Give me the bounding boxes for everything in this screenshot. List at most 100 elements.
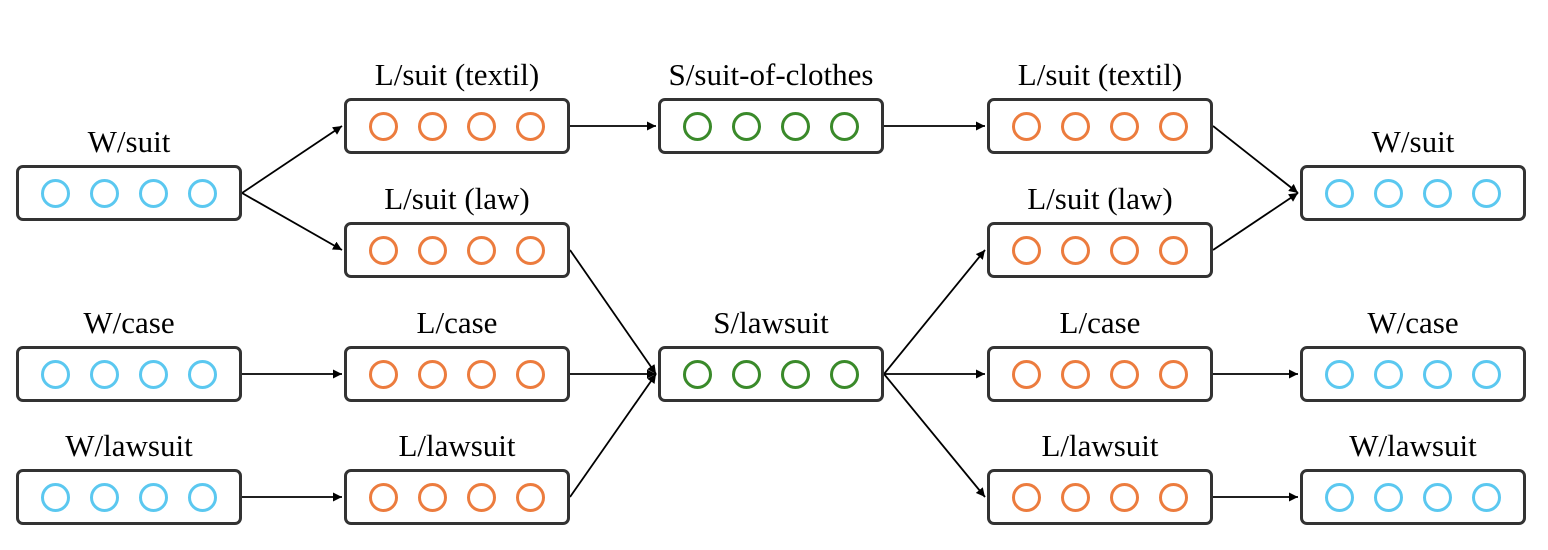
vector-unit-circle xyxy=(1061,482,1090,512)
vector-unit-circle xyxy=(830,111,859,141)
vector-unit-circle xyxy=(516,235,545,265)
vector-unit-circle xyxy=(1110,359,1139,389)
vector-unit-circle xyxy=(467,482,496,512)
vector-unit-circle xyxy=(1159,359,1188,389)
vector-unit-circle xyxy=(516,111,545,141)
vector-unit-circle xyxy=(781,359,810,389)
node-label-l-suit-textil-in: L/suit (textil) xyxy=(374,57,540,92)
vector-unit-circle xyxy=(830,359,859,389)
vector-unit-circle xyxy=(1159,482,1188,512)
node-box-s-lawsuit xyxy=(658,346,884,402)
vector-unit-circle xyxy=(1061,235,1090,265)
vector-unit-circle xyxy=(418,359,447,389)
node-box-w-suit-in xyxy=(16,165,242,221)
node-label-w-lawsuit-out: W/lawsuit xyxy=(1349,428,1477,463)
node-label-l-lawsuit-in: L/lawsuit xyxy=(398,428,516,463)
vector-unit-circle xyxy=(369,235,398,265)
vector-unit-circle xyxy=(1012,482,1041,512)
vector-unit-circle xyxy=(781,111,810,141)
vector-unit-circle xyxy=(418,235,447,265)
vector-unit-circle xyxy=(369,111,398,141)
vector-unit-circle xyxy=(1110,482,1139,512)
node-label-w-suit-out: W/suit xyxy=(1371,124,1455,159)
vector-unit-circle xyxy=(516,482,545,512)
vector-unit-circle xyxy=(516,359,545,389)
node-box-l-case-out xyxy=(987,346,1213,402)
vector-unit-circle xyxy=(1325,482,1354,512)
vector-unit-circle xyxy=(188,178,217,208)
vector-unit-circle xyxy=(1472,359,1501,389)
vector-unit-circle xyxy=(1061,111,1090,141)
vector-unit-circle xyxy=(1423,482,1452,512)
vector-unit-circle xyxy=(188,359,217,389)
edge-l-suit-textil-out-to-w-suit-out xyxy=(1212,125,1299,194)
node-box-l-suit-law-in xyxy=(344,222,570,278)
vector-unit-circle xyxy=(1423,359,1452,389)
vector-unit-circle xyxy=(683,111,712,141)
vector-unit-circle xyxy=(732,111,761,141)
vector-unit-circle xyxy=(90,359,119,389)
edge-s-lawsuit-to-l-suit-law-out xyxy=(883,249,986,375)
node-label-s-lawsuit: S/lawsuit xyxy=(713,305,829,340)
vector-unit-circle xyxy=(139,482,168,512)
node-box-l-case-in xyxy=(344,346,570,402)
node-box-l-suit-law-out xyxy=(987,222,1213,278)
vector-unit-circle xyxy=(188,482,217,512)
vector-unit-circle xyxy=(369,482,398,512)
node-label-l-suit-law-out: L/suit (law) xyxy=(1027,181,1173,216)
vector-unit-circle xyxy=(90,482,119,512)
vector-unit-circle xyxy=(90,178,119,208)
vector-unit-circle xyxy=(1472,178,1501,208)
vector-unit-circle xyxy=(41,482,70,512)
vector-unit-circle xyxy=(1325,359,1354,389)
edge-s-lawsuit-to-l-lawsuit-out xyxy=(883,373,986,498)
node-label-l-case-in: L/case xyxy=(416,305,498,340)
vector-unit-circle xyxy=(1012,111,1041,141)
node-box-l-suit-textil-out xyxy=(987,98,1213,154)
vector-unit-circle xyxy=(1423,178,1452,208)
vector-unit-circle xyxy=(1374,178,1403,208)
edge-l-suit-law-in-to-s-lawsuit xyxy=(569,249,657,375)
vector-unit-circle xyxy=(1012,235,1041,265)
vector-unit-circle xyxy=(467,359,496,389)
vector-unit-circle xyxy=(1374,359,1403,389)
vector-unit-circle xyxy=(139,178,168,208)
node-box-w-lawsuit-out xyxy=(1300,469,1526,525)
node-label-l-case-out: L/case xyxy=(1059,305,1141,340)
vector-unit-circle xyxy=(1110,111,1139,141)
node-label-w-case-in: W/case xyxy=(83,305,175,340)
node-box-l-suit-textil-in xyxy=(344,98,570,154)
vector-unit-circle xyxy=(418,111,447,141)
vector-unit-circle xyxy=(418,482,447,512)
node-box-w-case-in xyxy=(16,346,242,402)
node-label-s-suit-of-clothes: S/suit-of-clothes xyxy=(668,57,874,92)
edge-w-suit-in-to-l-suit-law-in xyxy=(241,192,343,251)
vector-unit-circle xyxy=(1374,482,1403,512)
node-label-w-suit-in: W/suit xyxy=(87,124,171,159)
node-label-l-lawsuit-out: L/lawsuit xyxy=(1041,428,1159,463)
vector-unit-circle xyxy=(1159,111,1188,141)
node-label-l-suit-law-in: L/suit (law) xyxy=(384,181,530,216)
vector-unit-circle xyxy=(1325,178,1354,208)
node-box-l-lawsuit-out xyxy=(987,469,1213,525)
edge-l-lawsuit-in-to-s-lawsuit xyxy=(569,373,657,498)
node-box-s-suit-of-clothes xyxy=(658,98,884,154)
vector-unit-circle xyxy=(369,359,398,389)
vector-unit-circle xyxy=(467,111,496,141)
vector-unit-circle xyxy=(139,359,168,389)
vector-unit-circle xyxy=(1061,359,1090,389)
vector-unit-circle xyxy=(1012,359,1041,389)
edge-w-suit-in-to-l-suit-textil-in xyxy=(241,125,343,194)
node-box-w-case-out xyxy=(1300,346,1526,402)
node-label-w-case-out: W/case xyxy=(1367,305,1459,340)
vector-unit-circle xyxy=(41,359,70,389)
node-box-w-lawsuit-in xyxy=(16,469,242,525)
vector-unit-circle xyxy=(1472,482,1501,512)
vector-unit-circle xyxy=(1110,235,1139,265)
node-box-l-lawsuit-in xyxy=(344,469,570,525)
node-label-w-lawsuit-in: W/lawsuit xyxy=(65,428,193,463)
edge-l-suit-law-out-to-w-suit-out xyxy=(1212,192,1299,251)
vector-unit-circle xyxy=(732,359,761,389)
